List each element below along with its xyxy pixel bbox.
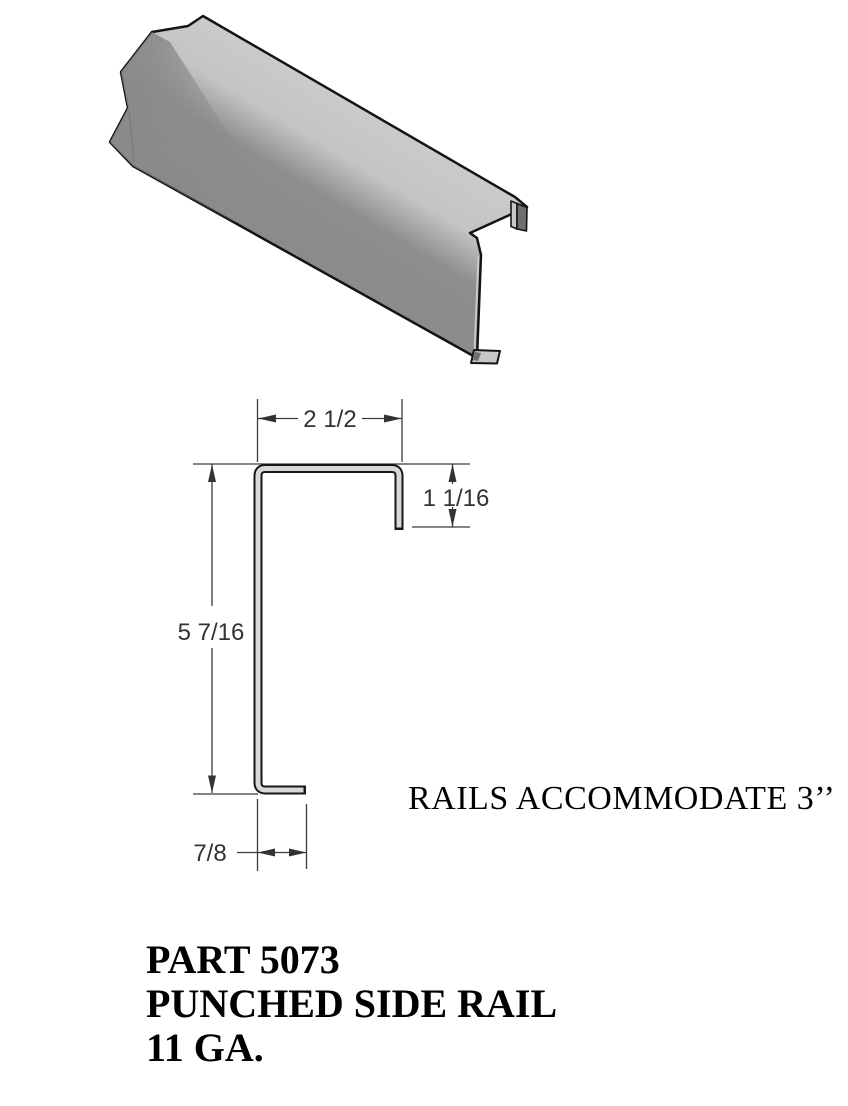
dimension-leg-height: 5 7/16 bbox=[178, 464, 245, 793]
part-number: PART 5073 bbox=[146, 937, 340, 982]
dim-label-leg-height: 5 7/16 bbox=[178, 619, 245, 646]
rail-3d-isometric-view bbox=[108, 14, 529, 365]
rails-accommodate-note: RAILS ACCOMMODATE 3’’ bbox=[408, 780, 836, 817]
dimension-top-width: 2 1/2 bbox=[258, 406, 402, 433]
part-gauge: 11 GA. bbox=[146, 1025, 264, 1070]
dimension-foot-width: 7/8 bbox=[193, 840, 307, 867]
rear-lip-outer-face bbox=[516, 202, 528, 232]
rear-lip-cut-sliver bbox=[510, 200, 518, 230]
dim-label-lip-depth: 1 1/16 bbox=[423, 485, 490, 512]
torn-end-shading bbox=[110, 32, 268, 223]
dim-label-top-width: 2 1/2 bbox=[303, 406, 356, 433]
flap-crease bbox=[128, 109, 135, 163]
front-leg-cut-edge bbox=[473, 255, 480, 354]
bottom-foot-shadow bbox=[473, 352, 481, 361]
profile-outline bbox=[253, 464, 404, 795]
rail-cross-section-drawing: 2 1/2 1 1/16 5 7/16 7 bbox=[178, 399, 490, 871]
part-info-block: PART 5073 PUNCHED SIDE RAIL 11 GA. bbox=[146, 938, 557, 1070]
dimension-lip-depth: 1 1/16 bbox=[423, 464, 490, 527]
part-name: PUNCHED SIDE RAIL bbox=[146, 981, 558, 1026]
profile-metal-core bbox=[255, 466, 402, 793]
dim-label-foot-width: 7/8 bbox=[193, 840, 226, 867]
